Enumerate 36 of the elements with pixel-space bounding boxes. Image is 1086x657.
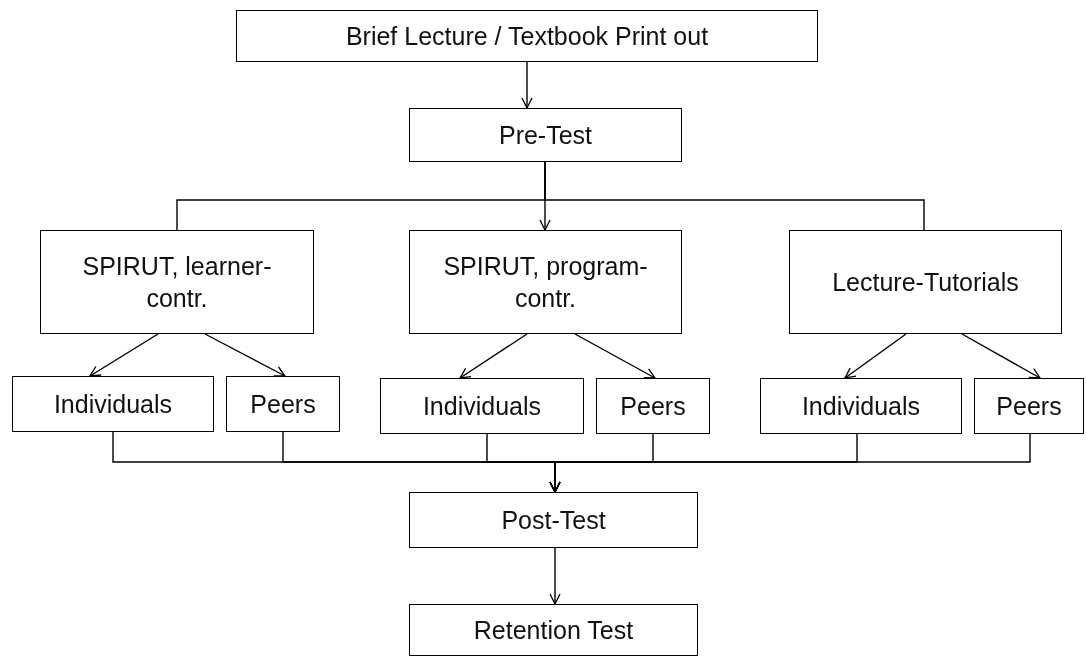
- box-label: SPIRUT, program-contr.: [442, 250, 649, 314]
- process-box: [760, 378, 962, 434]
- box-label: Peers: [250, 388, 316, 420]
- arrow: [459, 333, 528, 379]
- process-box: [380, 378, 584, 434]
- box-label: Peers: [996, 390, 1062, 422]
- box-label: Retention Test: [473, 614, 634, 646]
- process-box: [596, 378, 710, 434]
- process-box: [226, 376, 340, 432]
- arrow: [204, 333, 286, 377]
- box-label: Post-Test: [501, 504, 606, 536]
- arrow: [89, 333, 159, 377]
- process-box: [409, 492, 698, 548]
- arrow: [521, 61, 533, 109]
- box-label: Individuals: [53, 388, 173, 420]
- box-label: Pre-Test: [498, 119, 593, 151]
- box-label: Lecture-Tutorials: [832, 266, 1019, 298]
- process-box: [409, 604, 698, 656]
- arrow: [549, 547, 561, 605]
- box-label: SPIRUT, learner-contr.: [81, 250, 273, 314]
- arrow: [961, 333, 1041, 379]
- box-label: Peers: [620, 390, 686, 422]
- box-label: Brief Lecture / Textbook Print out: [345, 20, 709, 52]
- process-box: [236, 10, 818, 62]
- process-box: [409, 108, 682, 162]
- process-box: [409, 230, 682, 334]
- box-label: Individuals: [801, 390, 921, 422]
- arrow: [844, 333, 907, 379]
- process-box: [40, 230, 314, 334]
- connector-line: [544, 161, 925, 231]
- process-box: [974, 378, 1084, 434]
- box-label: Individuals: [422, 390, 542, 422]
- process-box: [12, 376, 214, 432]
- process-box: [789, 230, 1062, 334]
- arrow: [549, 433, 1031, 493]
- arrow: [574, 333, 656, 379]
